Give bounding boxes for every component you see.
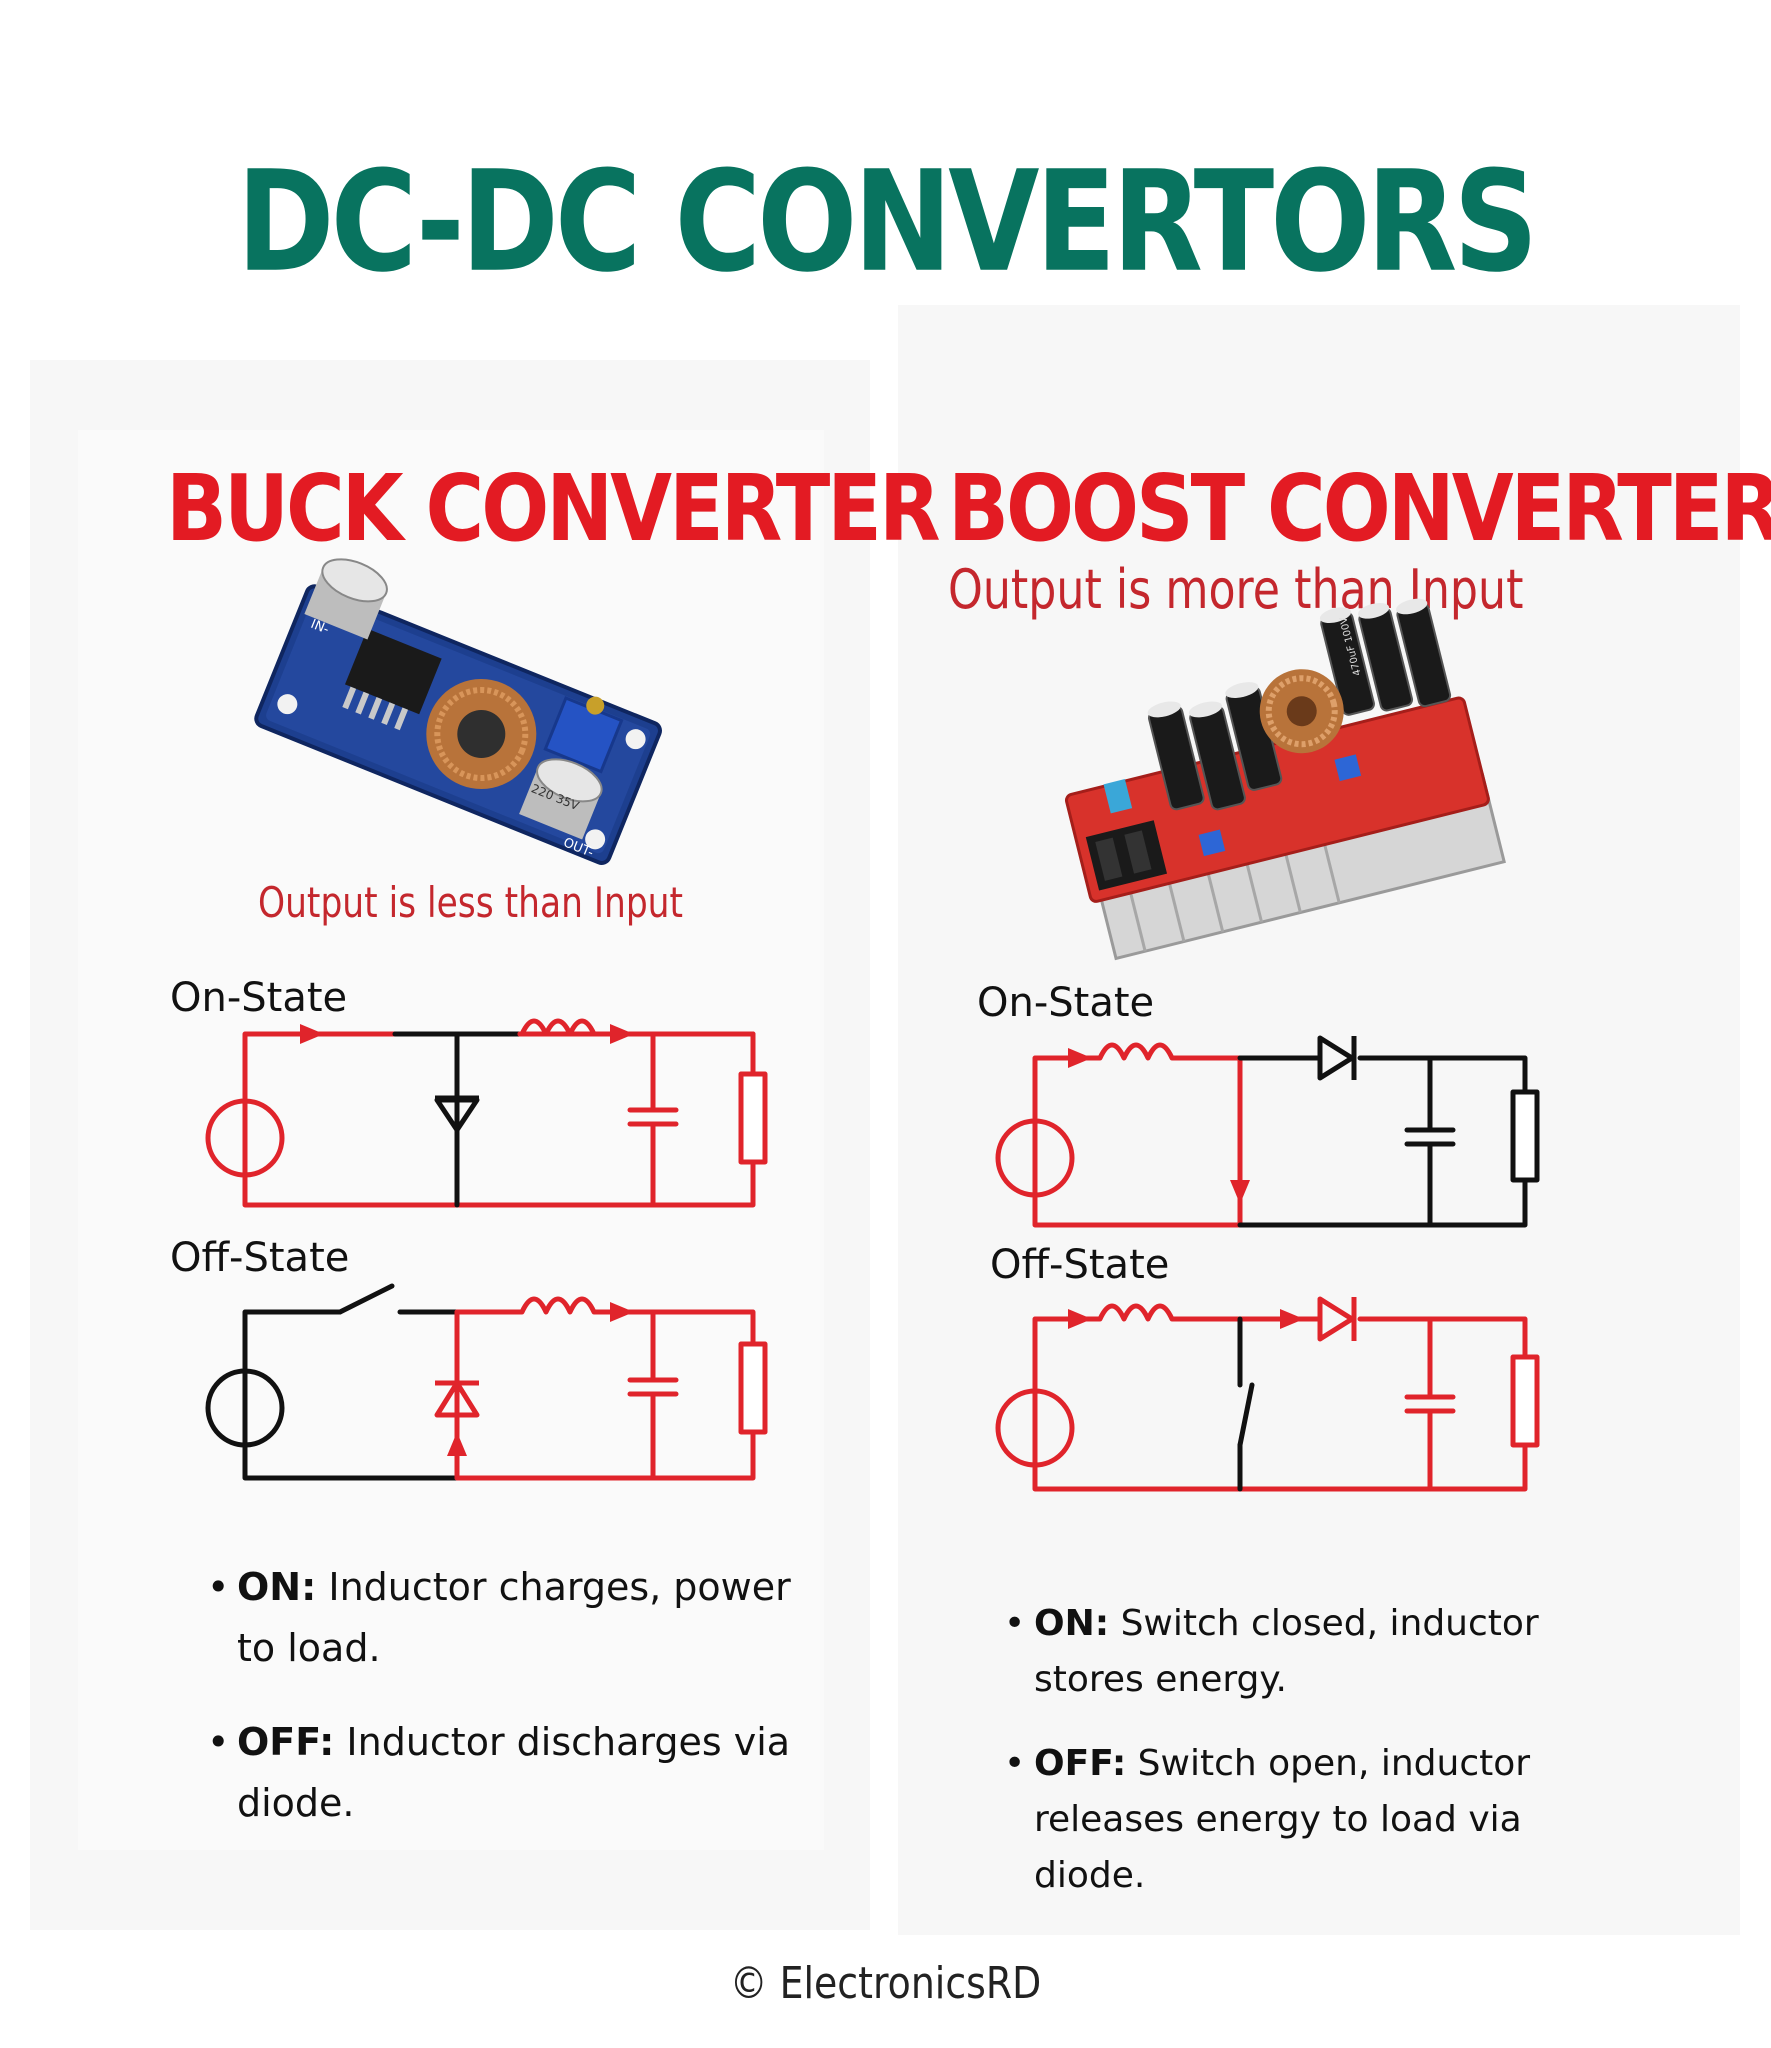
credit-text: © ElectronicsRD [729,1958,1042,2009]
boost-on-state-circuit [995,1035,1540,1228]
boost-title: BOOST CONVERTER [948,455,1771,562]
buck-on-state-label: On-State [170,975,348,1021]
buck-off-state-label: Off-State [170,1235,350,1281]
boost-off-state-circuit [995,1296,1540,1492]
page-title: DC-DC CONVERTORS [236,140,1539,303]
boost-subtitle: Output is more than Input [948,558,1524,621]
buck-module-image: IN- OUT- 220 35V [254,558,662,865]
buck-in-label: IN- [308,617,331,638]
buck-on-state-circuit [205,1018,768,1208]
boost-off-state-label: Off-State [990,1242,1170,1288]
boost-module-image: 470uF 100V [1064,598,1506,961]
buck-off-state-circuit [205,1283,768,1481]
buck-subtitle: Output is less than Input [258,878,684,927]
boost-on-state-label: On-State [977,980,1155,1026]
buck-title: BUCK CONVERTER [166,455,941,562]
buck-bullet-off: •OFF: Inductor discharges via diode. [207,1720,791,1825]
buck-bullet-on: •ON: Inductor charges, power to load. [207,1565,791,1670]
boost-bullet-off: •OFF: Switch open, inductor releases ene… [1004,1743,1531,1896]
boost-bullet-on: •ON: Switch closed, inductor stores ener… [1004,1603,1539,1700]
